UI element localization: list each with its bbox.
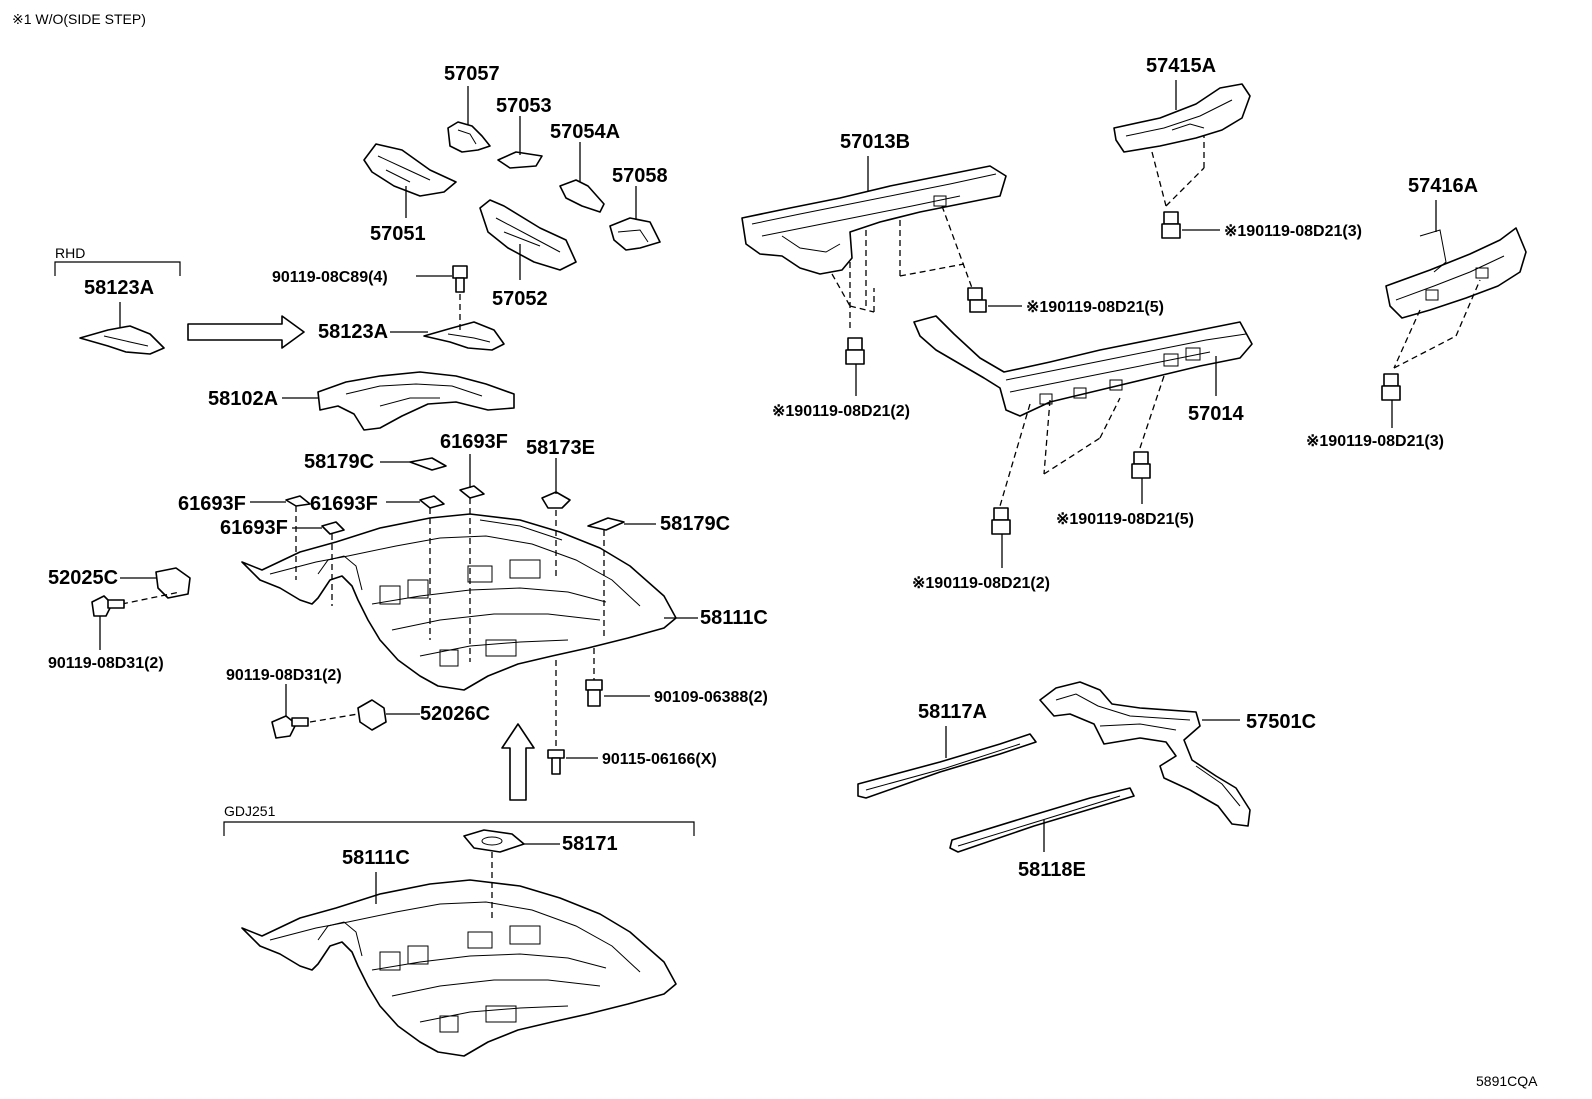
label-58179c-b: 58179C: [660, 513, 730, 535]
part-57501c[interactable]: [1039, 681, 1251, 827]
label-57058: 57058: [612, 165, 668, 187]
label-bolt-90115-06166: 90115-06166(X): [602, 751, 717, 768]
label-61693f-a: 61693F: [440, 431, 508, 453]
part-61693f-clip-a[interactable]: [459, 485, 485, 499]
label-bolt-90119-08d31-b: 90119-08D31(2): [226, 667, 342, 684]
label-bolt-57014-bottom: ※190119-08D21(2): [912, 575, 1050, 592]
part-58179c-clip-b[interactable]: [587, 517, 625, 531]
label-bolt-57416a: ※190119-08D21(3): [1306, 433, 1444, 450]
label-bolt-57014-right: ※190119-08D21(5): [1056, 511, 1194, 528]
part-57415a[interactable]: [1113, 83, 1251, 153]
part-61693f-clip-b[interactable]: [285, 495, 311, 507]
diagram-code: 5891CQA: [1476, 1073, 1538, 1089]
bolt-icon[interactable]: [271, 715, 309, 739]
label-bolt-57415a: ※190119-08D21(3): [1224, 223, 1362, 240]
label-bolt-90109-06388: 90109-06388(2): [654, 689, 768, 706]
arrow-right-icon: [187, 315, 305, 349]
part-57051[interactable]: [363, 143, 457, 197]
gdj251-group-label: GDJ251: [224, 803, 276, 819]
label-bolt-90119-08d31-a: 90119-08D31(2): [48, 655, 164, 672]
part-58111c-floor-pan[interactable]: [241, 513, 677, 691]
part-57058[interactable]: [609, 217, 661, 251]
part-58173e-clip[interactable]: [541, 491, 571, 509]
label-bolt-90119-08c89: 90119-08C89(4): [272, 269, 388, 286]
label-bolt-57013b-bottom: ※190119-08D21(2): [772, 403, 910, 420]
bolt-icon[interactable]: [845, 337, 865, 365]
label-58102a: 58102A: [208, 388, 278, 410]
part-58111c-gdj251-floor-pan[interactable]: [241, 879, 677, 1057]
label-bolt-57013b-right: ※190119-08D21(5): [1026, 299, 1164, 316]
label-57416a: 57416A: [1408, 175, 1478, 197]
label-58179c-a: 58179C: [304, 451, 374, 473]
label-57014: 57014: [1188, 403, 1244, 425]
label-58171: 58171: [562, 833, 618, 855]
label-57051: 57051: [370, 223, 426, 245]
bolt-icon[interactable]: [452, 265, 468, 293]
part-61693f-clip-d[interactable]: [321, 521, 345, 535]
label-52026c: 52026C: [420, 703, 490, 725]
label-52025c: 52025C: [48, 567, 118, 589]
label-61693f-d: 61693F: [220, 517, 288, 539]
bolt-icon[interactable]: [585, 679, 603, 707]
bolt-icon[interactable]: [1131, 451, 1151, 479]
part-57053[interactable]: [497, 151, 543, 169]
label-57013b: 57013B: [840, 131, 910, 153]
rhd-group-label: RHD: [55, 245, 85, 261]
arrow-up-icon: [501, 723, 535, 801]
label-57053: 57053: [496, 95, 552, 117]
label-57054a: 57054A: [550, 121, 620, 143]
part-58118e[interactable]: [949, 787, 1135, 853]
label-58173e: 58173E: [526, 437, 595, 459]
part-57014[interactable]: [913, 315, 1253, 417]
bolt-icon[interactable]: [967, 287, 987, 313]
part-52026c[interactable]: [357, 699, 387, 731]
part-58179c-clip-a[interactable]: [409, 457, 447, 471]
screw-icon[interactable]: [547, 749, 565, 775]
label-58123a-rhd: 58123A: [84, 277, 154, 299]
part-58117a[interactable]: [857, 733, 1037, 799]
label-58111c: 58111C: [700, 607, 768, 629]
part-58102a[interactable]: [317, 371, 515, 431]
footnote-note: ※1 W/O(SIDE STEP): [12, 11, 146, 27]
part-57416a[interactable]: [1385, 227, 1527, 319]
part-58123a-rhd[interactable]: [79, 325, 165, 355]
part-57057[interactable]: [447, 121, 491, 153]
label-57501c: 57501C: [1246, 711, 1316, 733]
bolt-icon[interactable]: [991, 507, 1011, 535]
label-58117a: 58117A: [918, 701, 987, 723]
part-52025c[interactable]: [155, 567, 191, 599]
label-58111c-gdj251: 58111C: [342, 847, 410, 869]
label-58123a: 58123A: [318, 321, 388, 343]
label-61693f-b: 61693F: [178, 493, 246, 515]
part-61693f-clip-c[interactable]: [419, 495, 445, 509]
part-58123a[interactable]: [423, 321, 505, 351]
part-57052[interactable]: [479, 199, 577, 271]
label-57415a: 57415A: [1146, 55, 1216, 77]
label-57052: 57052: [492, 288, 548, 310]
bolt-icon[interactable]: [1381, 373, 1401, 401]
part-58171[interactable]: [463, 829, 525, 853]
label-61693f-c: 61693F: [310, 493, 378, 515]
bolt-icon[interactable]: [91, 595, 125, 617]
label-58118e: 58118E: [1018, 859, 1086, 881]
label-57057: 57057: [444, 63, 500, 85]
part-57013b[interactable]: [741, 165, 1007, 275]
bolt-icon[interactable]: [1161, 211, 1181, 239]
part-57054a[interactable]: [559, 179, 605, 213]
